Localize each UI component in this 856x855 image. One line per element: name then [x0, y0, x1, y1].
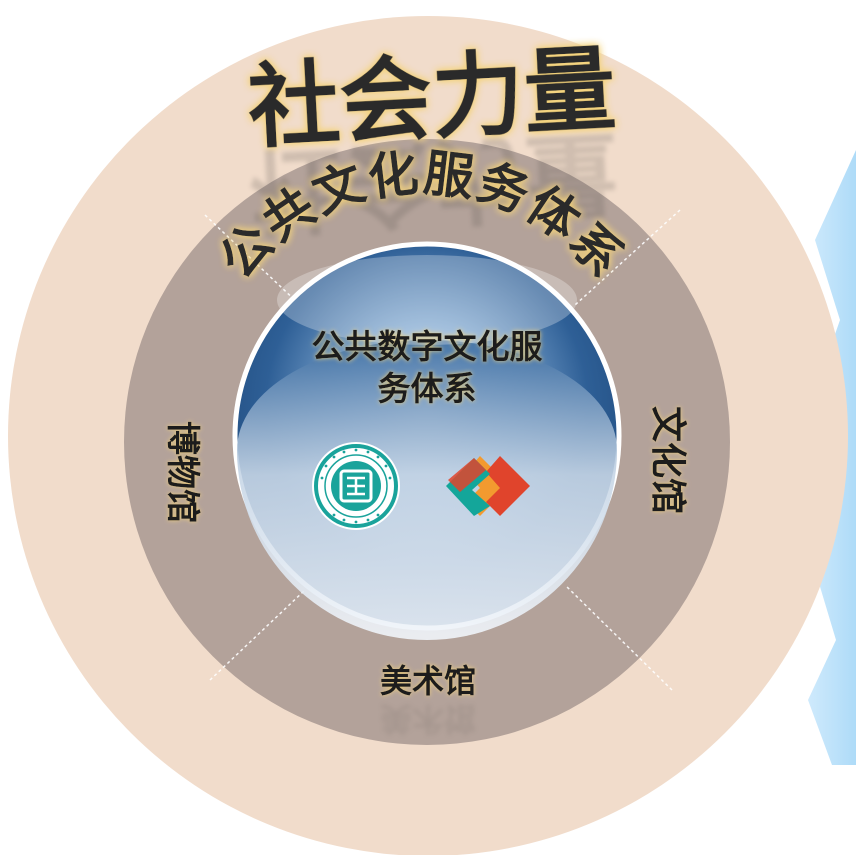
outer-ring-title-reflection: 社会力量: [247, 118, 620, 244]
outer-ring-title: 社会力量 社会力量: [245, 35, 620, 244]
center-title-line1: 公共数字文化服: [312, 327, 543, 366]
inner-circle: [232, 241, 622, 640]
art-gallery-label-reflection: 美术馆: [380, 700, 476, 738]
cultural-center-label-text: 文化馆: [647, 406, 688, 514]
quadrant-dividers: [204, 209, 681, 691]
art-gallery-label: 美术馆: [380, 662, 476, 700]
center-title-line2: 务体系: [378, 369, 477, 408]
cultural-center-label: 文化馆: [647, 406, 688, 514]
right-callout-panel: [808, 150, 856, 765]
outer-ring-title-text: 社会力量: [245, 35, 618, 161]
museum-label: 博物馆: [162, 421, 202, 523]
diamond-arrows-logo: [446, 456, 530, 516]
museum-label-text: 博物馆: [162, 421, 202, 523]
library-seal-logo: [312, 442, 400, 530]
